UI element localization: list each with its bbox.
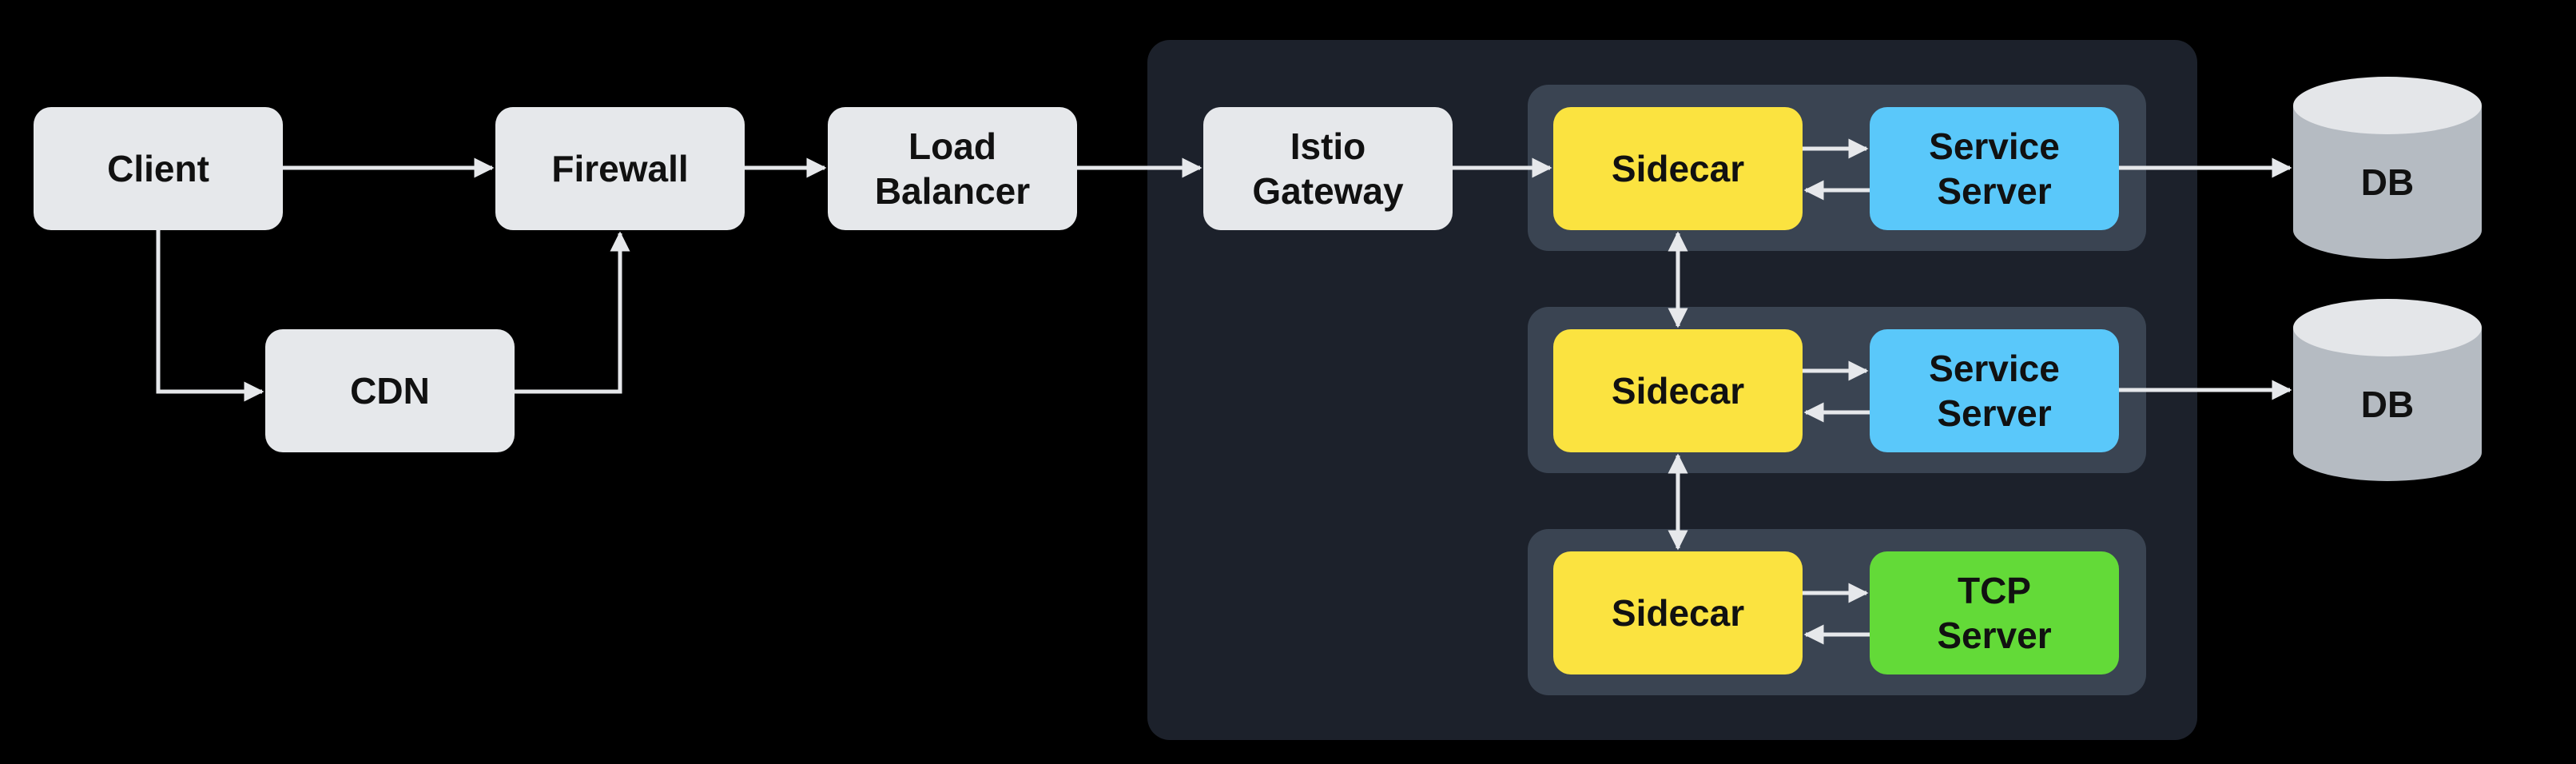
client-node: Client	[34, 107, 283, 230]
service-server-node-2: Service Server	[1870, 329, 2119, 452]
sidecar-node-2: Sidecar	[1553, 329, 1803, 452]
database-1: DB	[2293, 77, 2482, 261]
database-label: DB	[2360, 384, 2415, 425]
istio-gateway-node: Istio Gateway	[1203, 107, 1453, 230]
tcp-server-node: TCP Server	[1870, 551, 2119, 674]
database-icon	[2293, 77, 2482, 259]
edge-cdn-firewall	[515, 231, 630, 394]
database-label: DB	[2360, 161, 2415, 203]
sidecar-node-3: Sidecar	[1553, 551, 1803, 674]
edge-client-cdn	[156, 230, 264, 402]
database-2: DB	[2293, 299, 2482, 483]
firewall-node: Firewall	[495, 107, 745, 230]
database-icon	[2293, 299, 2482, 481]
sidecar-node-1: Sidecar	[1553, 107, 1803, 230]
cdn-node: CDN	[265, 329, 515, 452]
load-balancer-node: Load Balancer	[828, 107, 1077, 230]
service-server-node-1: Service Server	[1870, 107, 2119, 230]
